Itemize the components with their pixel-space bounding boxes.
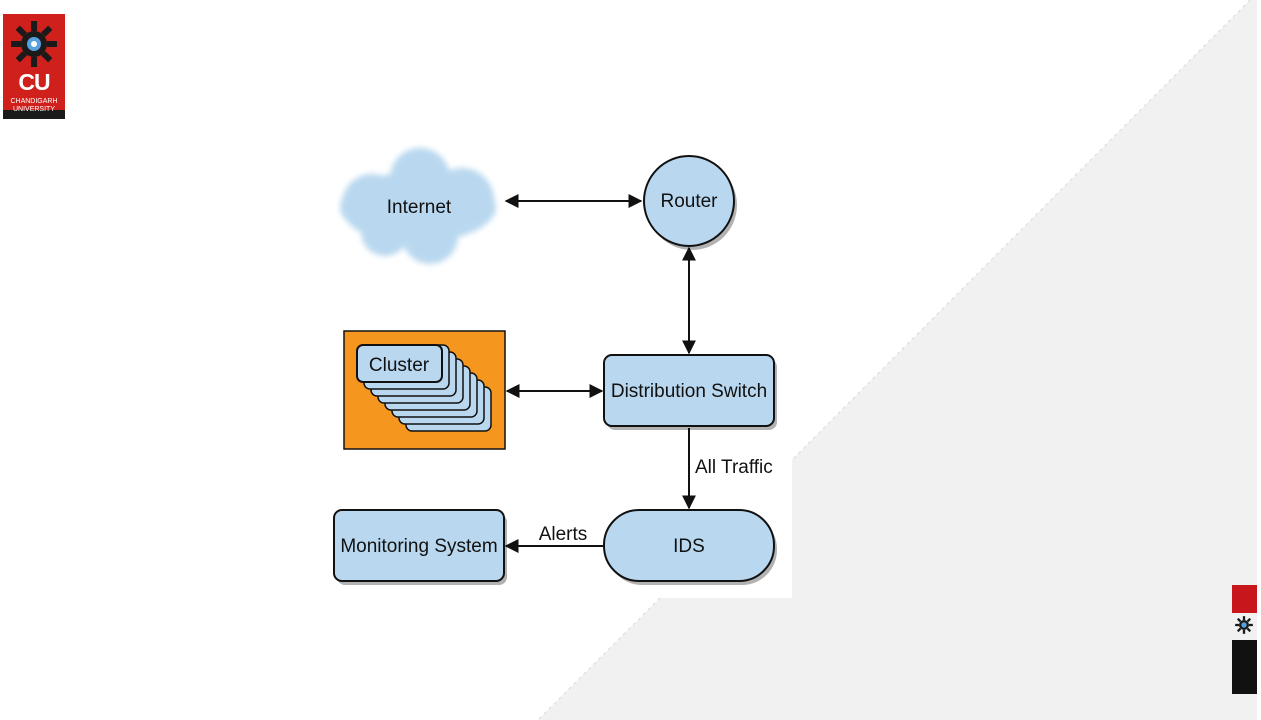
logo-name-line1: CHANDIGARH	[10, 98, 58, 105]
corner-black-block	[1232, 640, 1257, 694]
logo-name-line2: UNIVERSITY	[12, 106, 55, 113]
university-logo: CU CHANDIGARH UNIVERSITY	[3, 14, 65, 119]
logo-abbreviation: CU	[18, 69, 50, 95]
corner-wheel-icon	[1235, 616, 1253, 634]
logo-name: CHANDIGARH UNIVERSITY	[3, 98, 65, 114]
distribution-switch-label: Distribution Switch	[611, 381, 767, 402]
cluster-front-card	[356, 344, 443, 383]
monitoring-system-node: Monitoring System	[333, 509, 507, 585]
ids-node: IDS	[603, 509, 777, 585]
all-traffic-label: All Traffic	[695, 457, 773, 478]
alerts-label: Alerts	[539, 524, 588, 545]
cluster-label: Cluster	[369, 355, 430, 376]
monitoring-system-label: Monitoring System	[340, 536, 497, 557]
ids-label: IDS	[673, 536, 705, 557]
logo-red-panel: CU	[3, 14, 65, 110]
internet-label: Internet	[387, 197, 452, 218]
router-node: Router	[643, 155, 737, 250]
corner-red-block	[1232, 585, 1257, 613]
router-label: Router	[660, 191, 718, 212]
distribution-switch-node: Distribution Switch	[603, 354, 777, 430]
cluster-group: Cluster	[343, 330, 506, 450]
logo-wheel-icon	[11, 21, 57, 67]
internet-cloud: Internet	[340, 148, 496, 264]
